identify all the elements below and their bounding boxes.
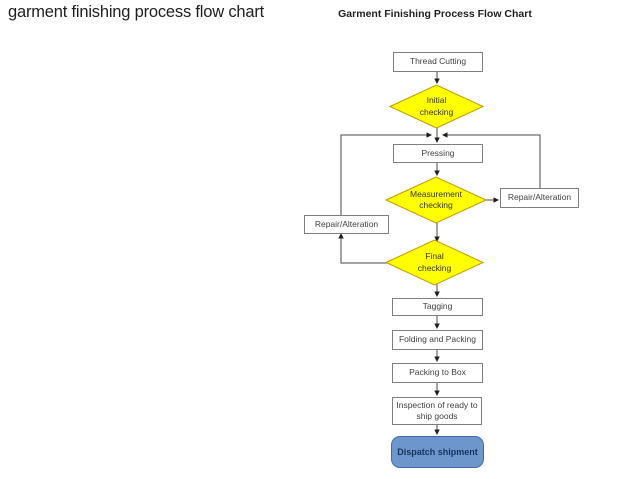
node-initial-checking-line2: checking bbox=[419, 106, 454, 117]
node-inspection-line2: ship goods bbox=[416, 411, 458, 421]
node-final-checking-line2: checking bbox=[417, 262, 452, 273]
node-repair-alteration-right: Repair/Alteration bbox=[500, 188, 579, 208]
node-repair-alteration-left: Repair/Alteration bbox=[304, 215, 389, 234]
node-final-checking-label: Final checking bbox=[386, 240, 483, 285]
node-measurement-checking-label: Measurement checking bbox=[386, 177, 486, 223]
node-measurement-checking-line1: Measurement bbox=[410, 188, 462, 199]
node-final-checking-line1: Final bbox=[425, 251, 444, 262]
node-measurement-checking-line2: checking bbox=[419, 200, 453, 210]
slide-title: garment finishing process flow chart bbox=[8, 3, 265, 21]
node-dispatch-shipment: Dispatch shipment bbox=[391, 436, 484, 468]
measurement-checking-diamond bbox=[384, 176, 488, 224]
node-folding-and-packing: Folding and Packing bbox=[392, 330, 483, 350]
node-pressing: Pressing bbox=[393, 144, 483, 163]
initial-checking-diamond bbox=[388, 84, 485, 129]
node-tagging: Tagging bbox=[392, 298, 483, 316]
connector-final-to-repair-left bbox=[338, 232, 390, 264]
node-initial-checking-line1: Initial bbox=[426, 95, 447, 106]
final-checking-diamond bbox=[384, 239, 485, 286]
node-thread-cutting: Thread Cutting bbox=[393, 52, 483, 72]
flowchart-title: Garment Finishing Process Flow Chart bbox=[338, 8, 532, 20]
node-inspection-ready-to-ship: Inspection of ready to ship goods bbox=[392, 397, 482, 425]
connector-repair-right-to-pressing bbox=[441, 132, 541, 188]
node-packing-to-box: Packing to Box bbox=[392, 363, 483, 383]
node-inspection-line1: Inspection of ready to bbox=[396, 399, 478, 410]
node-initial-checking-label: Initial checking bbox=[390, 85, 483, 128]
connector-repair-left-to-pressing bbox=[340, 132, 433, 215]
